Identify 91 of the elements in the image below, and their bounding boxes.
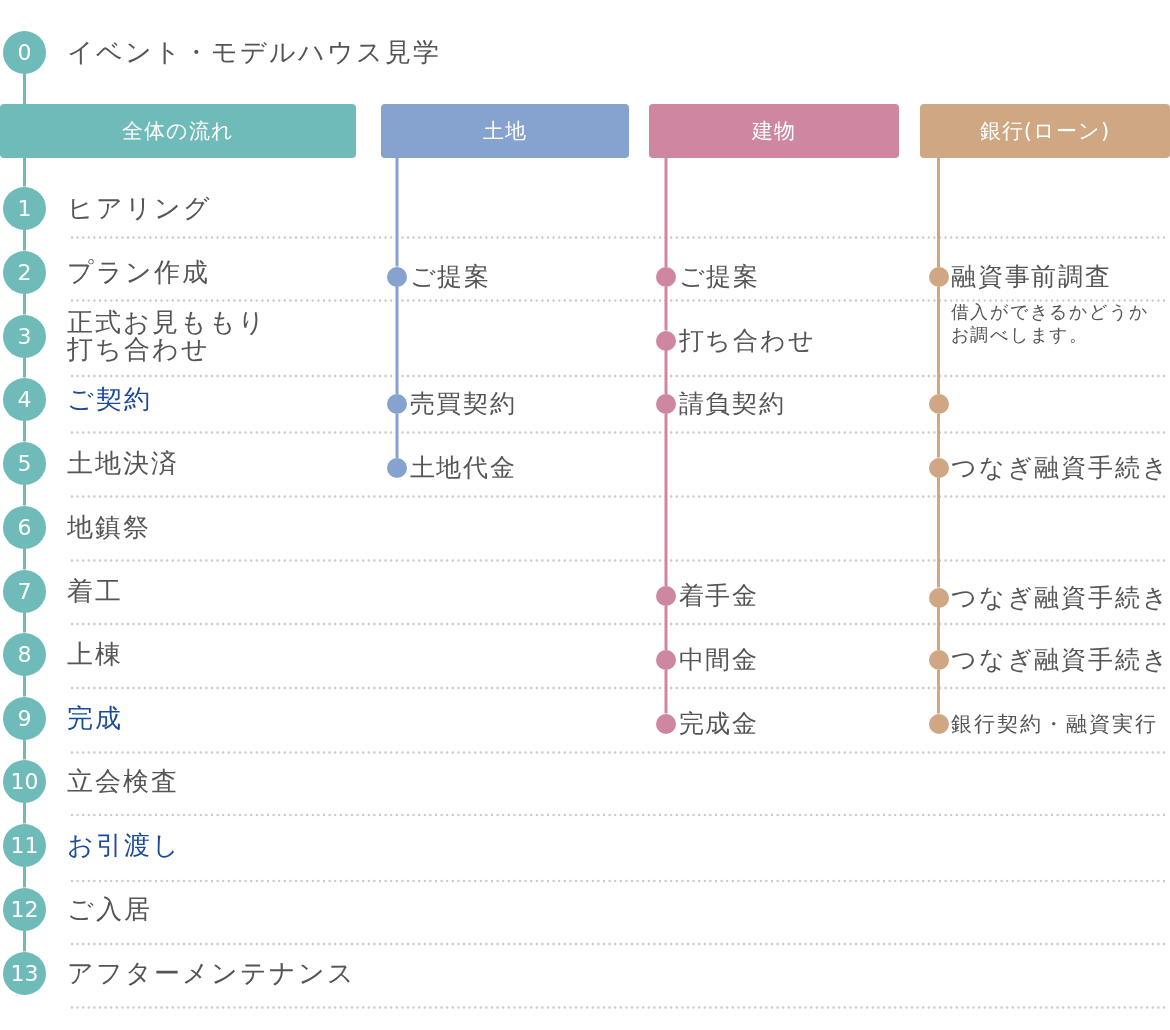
step-label: プラン作成	[67, 256, 210, 289]
step-label: アフターメンテナンス	[67, 957, 356, 990]
milestone-label: 打ち合わせ	[678, 324, 816, 357]
dot-icon	[928, 650, 949, 670]
dot-icon	[656, 586, 676, 606]
connector-line	[23, 73, 26, 104]
dot-icon	[928, 713, 949, 734]
connector-line	[664, 606, 668, 650]
step-number-circle: 6	[3, 505, 46, 549]
milestone-label: つなぎ融資手続き	[951, 451, 1170, 484]
step-number-circle: 11	[3, 823, 46, 867]
dot-icon	[656, 267, 676, 287]
step-label: ご入居	[67, 893, 152, 926]
connector-line	[664, 287, 668, 331]
milestone-label: 中間金	[678, 644, 759, 676]
milestone-label: 着手金	[678, 580, 759, 612]
step-label: 正式お見ももり打ち合わせ	[67, 309, 267, 363]
milestone-label: 売買契約	[409, 388, 517, 420]
step-number-circle: 12	[3, 887, 46, 931]
column-header: 土地	[381, 104, 629, 158]
step-label: 上棟	[67, 638, 123, 671]
step-number-circle: 3	[3, 314, 46, 358]
connector-line	[23, 357, 26, 378]
step-label: 立会検査	[67, 765, 179, 798]
dot-icon	[928, 394, 949, 414]
dot-icon	[656, 330, 676, 351]
step-label: ご契約	[67, 383, 152, 416]
milestone-label: つなぎ融資手続き	[951, 581, 1170, 614]
step-label: 完成	[67, 702, 123, 735]
step-label: イベント・モデルハウス見学	[67, 36, 441, 69]
milestone-label: 請負契約	[678, 388, 786, 420]
step-number-circle: 10	[3, 759, 46, 803]
connector-line	[664, 414, 668, 586]
dot-icon	[928, 267, 949, 287]
step-number-circle: 8	[3, 632, 46, 676]
connector-line	[23, 548, 26, 570]
step-number-circle: 4	[3, 377, 46, 421]
dot-icon	[928, 457, 949, 478]
connector-line	[395, 286, 399, 394]
dot-icon	[387, 394, 407, 414]
step-label: ヒアリング	[67, 192, 212, 225]
milestone-label: 土地代金	[409, 452, 517, 484]
connector-line	[937, 414, 940, 458]
connector-line	[937, 287, 940, 394]
step-number-circle: 13	[3, 951, 46, 995]
milestone-label: ご提案	[409, 260, 491, 293]
step-label: 着工	[67, 575, 123, 608]
connector-line	[23, 612, 26, 633]
step-number-circle: 0	[3, 30, 46, 74]
connector-line	[23, 229, 26, 251]
milestone-label: 完成金	[678, 707, 759, 740]
step-number-circle: 9	[3, 696, 46, 740]
note-text: 借入ができるかどうかお調べします。	[950, 300, 1150, 346]
connector-line	[23, 484, 26, 506]
connector-line	[395, 158, 399, 267]
step-label: 土地決済	[67, 447, 179, 480]
column-header: 銀行(ローン)	[920, 104, 1170, 158]
step-number-circle: 2	[3, 250, 46, 294]
connector-line	[937, 477, 940, 588]
milestone-label: 融資事前調査	[951, 261, 1112, 293]
connector-line	[937, 158, 940, 267]
dot-icon	[656, 650, 676, 670]
step-label: 地鎮祭	[67, 511, 151, 544]
connector-line	[23, 802, 26, 824]
connector-line	[23, 866, 26, 888]
milestone-label: ご提案	[678, 261, 760, 293]
connector-line	[664, 670, 668, 714]
connector-line	[23, 293, 26, 315]
connector-line	[23, 675, 26, 697]
step-label: お引渡し	[67, 829, 181, 862]
step-number-circle: 7	[3, 569, 46, 613]
connector-line	[23, 158, 26, 187]
dot-icon	[928, 587, 949, 608]
step-number-circle: 1	[3, 186, 46, 230]
connector-line	[23, 739, 26, 760]
connector-line	[23, 930, 26, 952]
connector-line	[664, 158, 668, 267]
dot-icon	[387, 458, 407, 478]
connector-line	[937, 670, 940, 714]
dot-icon	[387, 266, 407, 287]
milestone-label: つなぎ融資手続き	[951, 644, 1170, 676]
connector-line	[395, 414, 399, 458]
step-number-circle: 5	[3, 441, 46, 485]
column-header: 建物	[649, 104, 899, 158]
connector-line	[23, 420, 26, 442]
connector-line	[937, 607, 940, 650]
column-header: 全体の流れ	[0, 104, 356, 158]
connector-line	[664, 350, 668, 394]
milestone-label: 銀行契約・融資実行	[951, 710, 1158, 738]
dot-icon	[656, 713, 676, 734]
dot-icon	[656, 394, 676, 414]
